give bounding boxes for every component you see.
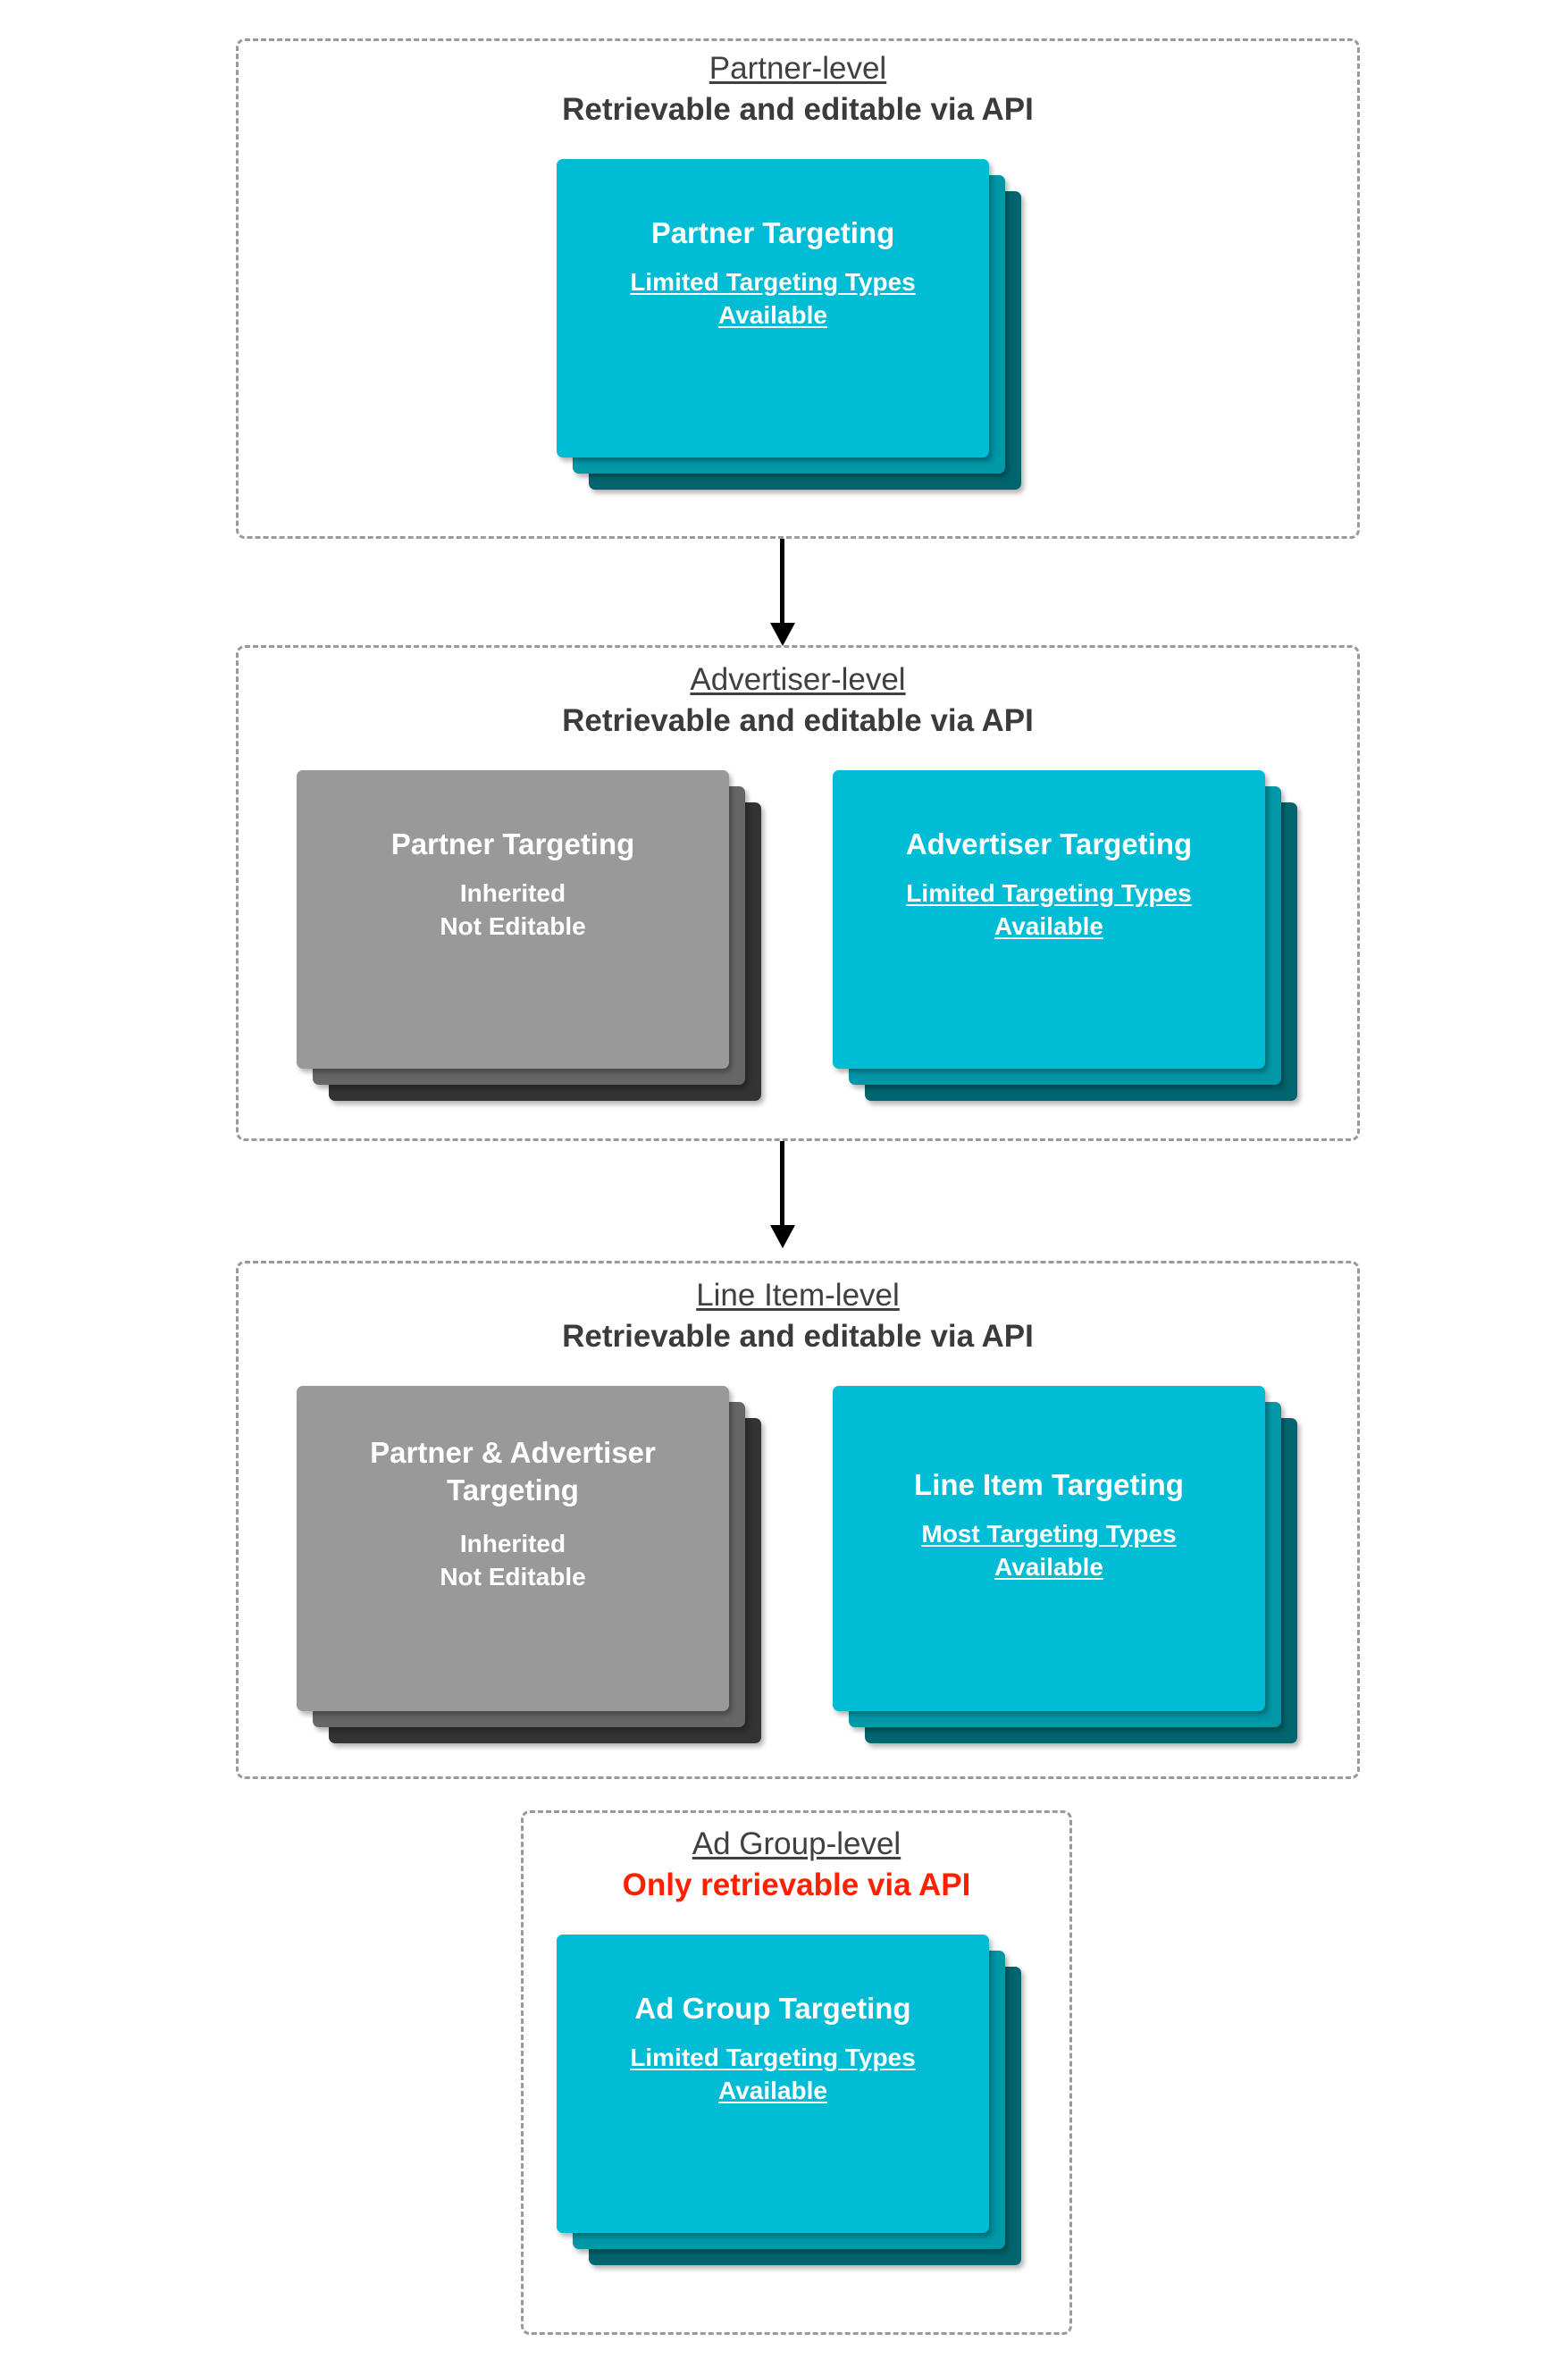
level-container-line-item bbox=[236, 1261, 1360, 1779]
card-note-line-2: Available bbox=[718, 300, 827, 329]
level-title-partner: Partner-level bbox=[709, 51, 887, 86]
level-container-advertiser bbox=[236, 645, 1360, 1141]
card-front-inherited-partner-advertiser-targeting[interactable]: Partner & Advertiser Targeting Inherited… bbox=[297, 1386, 729, 1711]
level-title-line-item: Line Item-level bbox=[696, 1278, 900, 1313]
card-note-line-2: Available bbox=[994, 1552, 1103, 1581]
card-stack-advertiser-targeting[interactable]: Advertiser Targeting Limited Targeting T… bbox=[833, 770, 1297, 1101]
card-note-line-1: Limited Targeting Types bbox=[630, 2043, 916, 2071]
level-title-ad-group: Ad Group-level bbox=[692, 1826, 901, 1861]
level-subtitle-line-item: Retrievable and editable via API bbox=[562, 1318, 1034, 1354]
card-stack-line-item-targeting[interactable]: Line Item Targeting Most Targeting Types… bbox=[833, 1386, 1297, 1743]
level-header-partner: Partner-level Retrievable and editable v… bbox=[236, 50, 1360, 130]
level-header-line-item: Line Item-level Retrievable and editable… bbox=[236, 1277, 1360, 1356]
card-stack-ad-group-targeting[interactable]: Ad Group Targeting Limited Targeting Typ… bbox=[557, 1935, 1021, 2265]
level-container-ad-group bbox=[521, 1810, 1072, 2335]
card-front-inherited-partner-targeting[interactable]: Partner Targeting Inherited Not Editable bbox=[297, 770, 729, 1069]
card-note-line-1: Inherited bbox=[459, 878, 566, 907]
connector-arrow-advertiser-to-line-item bbox=[765, 1141, 801, 1248]
level-subtitle-advertiser: Retrievable and editable via API bbox=[562, 702, 1034, 738]
card-title: Advertiser Targeting bbox=[905, 827, 1193, 860]
card-note-line-1: Most Targeting Types bbox=[921, 1519, 1177, 1548]
arrow-shaft bbox=[780, 539, 784, 625]
arrow-head-icon bbox=[770, 623, 795, 646]
card-note-line-2: Not Editable bbox=[440, 911, 586, 940]
card-front-partner-targeting[interactable]: Partner Targeting Limited Targeting Type… bbox=[557, 159, 989, 457]
card-title: Partner Targeting bbox=[390, 827, 635, 860]
card-stack-line-item-inherited[interactable]: Partner & Advertiser Targeting Inherited… bbox=[297, 1386, 761, 1743]
card-front-ad-group-targeting[interactable]: Ad Group Targeting Limited Targeting Typ… bbox=[557, 1935, 989, 2233]
card-note-line-1: Limited Targeting Types bbox=[630, 267, 916, 296]
card-stack-advertiser-inherited-partner[interactable]: Partner Targeting Inherited Not Editable bbox=[297, 770, 761, 1101]
card-stack-partner-targeting[interactable]: Partner Targeting Limited Targeting Type… bbox=[557, 159, 1021, 490]
card-front-advertiser-targeting[interactable]: Advertiser Targeting Limited Targeting T… bbox=[833, 770, 1265, 1069]
level-subtitle-partner: Retrievable and editable via API bbox=[562, 91, 1034, 127]
level-header-ad-group: Ad Group-level Only retrievable via API bbox=[521, 1826, 1072, 1905]
card-title: Partner & Advertiser Targeting bbox=[370, 1436, 656, 1507]
level-subtitle-ad-group: Only retrievable via API bbox=[622, 1867, 971, 1902]
card-note-line-1: Limited Targeting Types bbox=[906, 878, 1192, 907]
card-note-line-2: Available bbox=[994, 911, 1103, 940]
level-header-advertiser: Advertiser-level Retrievable and editabl… bbox=[236, 661, 1360, 741]
card-note-line-2: Available bbox=[718, 2076, 827, 2104]
connector-arrow-partner-to-advertiser bbox=[765, 539, 801, 646]
arrow-shaft bbox=[780, 1141, 784, 1227]
level-title-advertiser: Advertiser-level bbox=[690, 662, 906, 697]
card-title: Ad Group Targeting bbox=[634, 1992, 911, 2025]
card-front-line-item-targeting[interactable]: Line Item Targeting Most Targeting Types… bbox=[833, 1386, 1265, 1711]
card-title: Partner Targeting bbox=[650, 216, 895, 249]
card-note-line-1: Inherited bbox=[459, 1530, 566, 1558]
card-note-line-2: Not Editable bbox=[440, 1563, 586, 1591]
card-title: Line Item Targeting bbox=[914, 1468, 1184, 1501]
arrow-head-icon bbox=[770, 1225, 795, 1248]
level-container-partner bbox=[236, 38, 1360, 539]
